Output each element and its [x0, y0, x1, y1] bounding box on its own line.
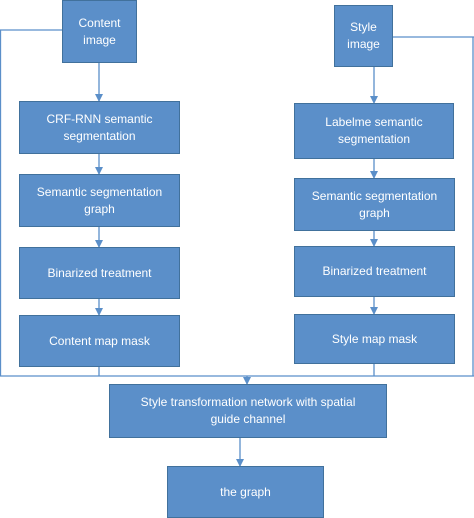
- style-binarized-node: Binarized treatment: [294, 246, 455, 297]
- output-graph-node: the graph: [167, 466, 324, 518]
- content-image-node: Content image: [62, 0, 137, 63]
- style-image-node: Style image: [334, 5, 393, 67]
- style-segmentation-graph-node: Semantic segmentation graph: [294, 178, 455, 231]
- style-transformation-network-node: Style transformation network with spatia…: [109, 384, 387, 438]
- content-segmentation-graph-node: Semantic segmentation graph: [19, 174, 180, 227]
- crf-rnn-node: CRF-RNN semantic segmentation: [19, 101, 180, 154]
- labelme-node: Labelme semantic segmentation: [294, 103, 454, 159]
- content-binarized-node: Binarized treatment: [19, 247, 180, 299]
- style-map-mask-node: Style map mask: [294, 314, 455, 364]
- content-map-mask-node: Content map mask: [19, 315, 180, 367]
